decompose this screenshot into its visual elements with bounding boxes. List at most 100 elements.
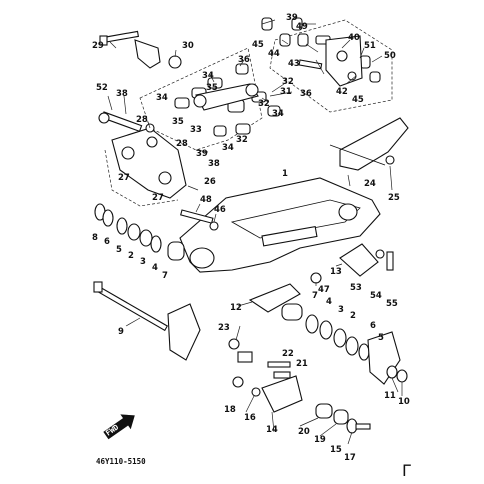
callout-44: 44: [268, 49, 280, 59]
callout-35a: 35: [206, 83, 218, 93]
bolt-21: [273, 371, 291, 379]
callout-31: 33: [190, 125, 202, 135]
callout-3a: 3: [140, 257, 146, 267]
callout-37: 38: [116, 89, 128, 99]
pivot-boss: [189, 247, 215, 269]
bolt-17: [355, 423, 371, 430]
callout-17: 17: [344, 453, 356, 463]
callout-8: 8: [92, 233, 98, 243]
callout-3b: 3: [338, 305, 344, 315]
callout-28a: 28: [136, 115, 148, 125]
callout-34a: 34: [202, 71, 214, 81]
bracket: [134, 39, 161, 69]
callouts: 39 49 40 51 50 45 44 43 42 45 29 30 34 3…: [92, 13, 410, 463]
nut-18: [232, 376, 244, 388]
callout-45: 45: [252, 40, 264, 50]
callout-9: 9: [118, 327, 124, 337]
callout-5b: 5: [378, 333, 384, 343]
callout-2a: 2: [128, 251, 134, 261]
corner-mark: Γ: [402, 461, 411, 480]
callout-22: 22: [282, 349, 294, 359]
callout-32b: 32: [258, 99, 270, 109]
callout-34c: 34: [156, 93, 168, 103]
chain-guide-24: [339, 117, 409, 171]
callout-45b: 45: [352, 95, 364, 105]
callout-36b: 36: [300, 89, 312, 99]
callout-4b: 4: [326, 297, 332, 307]
callout-6b: 6: [370, 321, 376, 331]
bolt-22: [267, 361, 291, 368]
callout-2b: 2: [350, 311, 356, 321]
nut-30: [168, 55, 182, 69]
spacer: [237, 351, 253, 363]
washer-54: [375, 249, 385, 259]
left-bearing-stack: [94, 203, 185, 261]
callout-52: 52: [96, 83, 108, 93]
callout-23: 23: [218, 323, 230, 333]
part-code: 46Y110-5150: [96, 457, 146, 466]
callout-34b: 34: [272, 109, 284, 119]
washer-52: [98, 112, 110, 124]
callout-51: 51: [364, 41, 376, 51]
callout-6a: 6: [104, 237, 110, 247]
callout-49: 49: [296, 22, 308, 32]
callout-32a: 31: [280, 87, 292, 97]
callout-14: 14: [266, 425, 278, 435]
washer-11: [386, 365, 398, 379]
arm-hole: [336, 50, 348, 62]
callout-41: 40: [348, 33, 360, 43]
callout-38: 38: [208, 159, 220, 169]
callout-30: 30: [182, 41, 194, 51]
pivot-shaft-9: [94, 285, 169, 332]
callout-15: 15: [330, 445, 342, 455]
callout-11: 11: [384, 391, 396, 401]
fwd-arrow: [103, 414, 135, 440]
leader-lines: [107, 19, 403, 445]
linkage-bushings: [174, 63, 281, 137]
callout-34d: 34: [222, 143, 234, 153]
bolt-29: [99, 30, 140, 46]
callout-10: 10: [398, 397, 410, 407]
callout-27b: 27: [152, 193, 164, 203]
right-bearing-stack: [281, 303, 370, 361]
collar-19: [333, 409, 349, 425]
bolt-43: [298, 59, 323, 70]
bolt-55: [386, 251, 394, 271]
callout-4a: 4: [152, 263, 158, 273]
shaft-head: [93, 281, 103, 293]
label-strip: [261, 225, 318, 247]
callout-36a: 36: [238, 55, 250, 65]
callout-55: 55: [386, 299, 398, 309]
collar-20: [315, 403, 333, 419]
callout-32c: 32: [236, 135, 248, 145]
axle-boss: [338, 203, 358, 221]
callout-48: 48: [200, 195, 212, 205]
chain-puller-53: [339, 243, 379, 277]
callout-24: 24: [364, 179, 376, 189]
callout-7b: 7: [312, 291, 318, 301]
guide-line: [329, 144, 386, 166]
bracket-14: [261, 375, 303, 413]
rod-eye: [245, 83, 259, 97]
callout-43: 43: [288, 59, 300, 69]
callout-5a: 5: [116, 245, 122, 255]
callout-19: 19: [314, 435, 326, 445]
bolt-25: [385, 155, 395, 165]
bolt-48: [180, 209, 214, 224]
frame-bracket-left: [167, 303, 201, 361]
callout-33: 32: [282, 77, 294, 87]
callout-12: 12: [230, 303, 242, 313]
callout-54: 54: [370, 291, 382, 301]
callout-29: 29: [92, 41, 104, 51]
callout-16: 16: [244, 413, 256, 423]
callout-50: 50: [384, 51, 396, 61]
nut-23: [228, 338, 240, 350]
callout-39: 39: [196, 149, 208, 159]
nut-47: [310, 272, 322, 284]
bracket-12: [248, 283, 301, 313]
callout-47: 47: [318, 285, 330, 295]
callout-42: 42: [336, 87, 348, 97]
nut-10: [396, 369, 408, 383]
callout-40: 39: [286, 13, 298, 23]
